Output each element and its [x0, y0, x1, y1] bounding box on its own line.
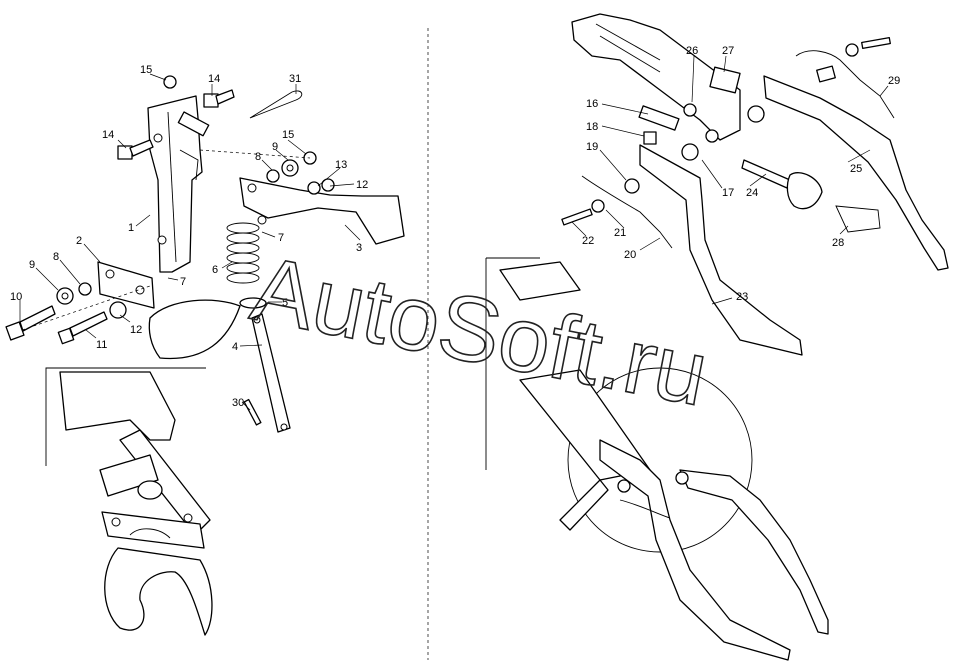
callout-1: 1 — [128, 222, 134, 234]
callout-8b: 8 — [53, 251, 59, 263]
callout-21: 21 — [614, 227, 626, 239]
callout-30: 30 — [232, 397, 244, 409]
callout-15a: 15 — [140, 64, 152, 76]
callout-4: 4 — [232, 341, 238, 353]
callout-10: 10 — [10, 291, 22, 303]
callout-2: 2 — [76, 235, 82, 247]
callout-23: 23 — [736, 291, 748, 303]
bracket-part-27 — [709, 66, 741, 94]
callout-9b: 9 — [29, 259, 35, 271]
clip-part-28 — [835, 205, 881, 233]
callout-17: 17 — [722, 187, 734, 199]
washer-part-12-left — [109, 301, 127, 319]
plate-part-16 — [638, 105, 680, 131]
bolt-part-11 — [57, 311, 108, 345]
callout-18: 18 — [586, 121, 598, 133]
mount-bracket — [571, 13, 741, 141]
callout-24: 24 — [746, 187, 758, 199]
left-assembled-view — [45, 367, 213, 636]
callout-14a: 14 — [102, 129, 114, 141]
nut-part-13 — [307, 181, 321, 195]
callout-28: 28 — [832, 237, 844, 249]
bolt-part-22 — [561, 208, 593, 226]
callout-25: 25 — [850, 163, 862, 175]
right-exploded-view — [561, 13, 949, 356]
pedal-part-25 — [763, 75, 949, 271]
washer-part-5 — [239, 297, 267, 309]
adjust-knob-part-24 — [741, 159, 823, 210]
plate-part-2 — [97, 261, 155, 309]
spring-wire-part-20 — [581, 175, 673, 249]
callout-14b: 14 — [208, 73, 220, 85]
spring-wire-part-29 — [795, 50, 895, 119]
callout-27: 27 — [722, 45, 734, 57]
callout-12b: 12 — [356, 179, 368, 191]
assembled-pedal-right — [679, 469, 829, 635]
rod-part-4 — [251, 313, 291, 433]
watermark-text: AutoSoft.ru — [244, 238, 715, 426]
callout-3: 3 — [356, 242, 362, 254]
callout-31: 31 — [289, 73, 301, 85]
right-assembled-view — [485, 257, 829, 661]
nut-part-8-right — [266, 169, 280, 183]
callout-22: 22 — [582, 235, 594, 247]
callout-labels: 1 2 3 4 5 6 7 7 8 8 9 9 10 11 12 12 13 1… — [10, 45, 900, 409]
left-exploded-view — [5, 75, 405, 433]
nut-part-8-left — [78, 282, 92, 296]
washer-part-21 — [591, 199, 605, 213]
callout-20: 20 — [624, 249, 636, 261]
callout-5: 5 — [282, 297, 288, 309]
callout-19: 19 — [586, 141, 598, 153]
disc — [567, 367, 753, 553]
bushing-part-19 — [624, 178, 640, 194]
callout-13: 13 — [335, 159, 347, 171]
callout-7b: 7 — [180, 276, 186, 288]
callout-6: 6 — [212, 264, 218, 276]
assembled-foot-pedal — [104, 547, 213, 636]
cotter-pin-part-31 — [249, 90, 303, 119]
leader-lines — [19, 55, 889, 411]
bolt-part-18 — [643, 131, 657, 145]
nut-part-15-top — [163, 75, 177, 89]
foot-pad — [148, 299, 241, 360]
callout-8a: 8 — [255, 151, 261, 163]
bolt-part-14-top — [203, 89, 235, 108]
pin-part-30 — [243, 398, 262, 426]
callout-11: 11 — [96, 339, 107, 351]
callout-16: 16 — [586, 98, 598, 110]
callout-7a: 7 — [278, 232, 284, 244]
nut-part-26 — [683, 103, 697, 117]
callout-15b: 15 — [282, 129, 294, 141]
washer-part-12-right — [321, 178, 335, 192]
pedal-part-3 — [239, 177, 405, 245]
bushing-part-17 — [681, 143, 699, 161]
spring-part-6 — [226, 222, 260, 284]
callout-26: 26 — [686, 45, 698, 57]
callout-29: 29 — [888, 75, 900, 87]
bolt-part-10 — [5, 305, 56, 341]
callout-9a: 9 — [272, 141, 278, 153]
callout-12a: 12 — [130, 324, 142, 336]
bolt-part-14-left — [117, 139, 154, 160]
assembled-pedal-left — [599, 439, 791, 661]
pedal-part-23 — [639, 144, 803, 356]
